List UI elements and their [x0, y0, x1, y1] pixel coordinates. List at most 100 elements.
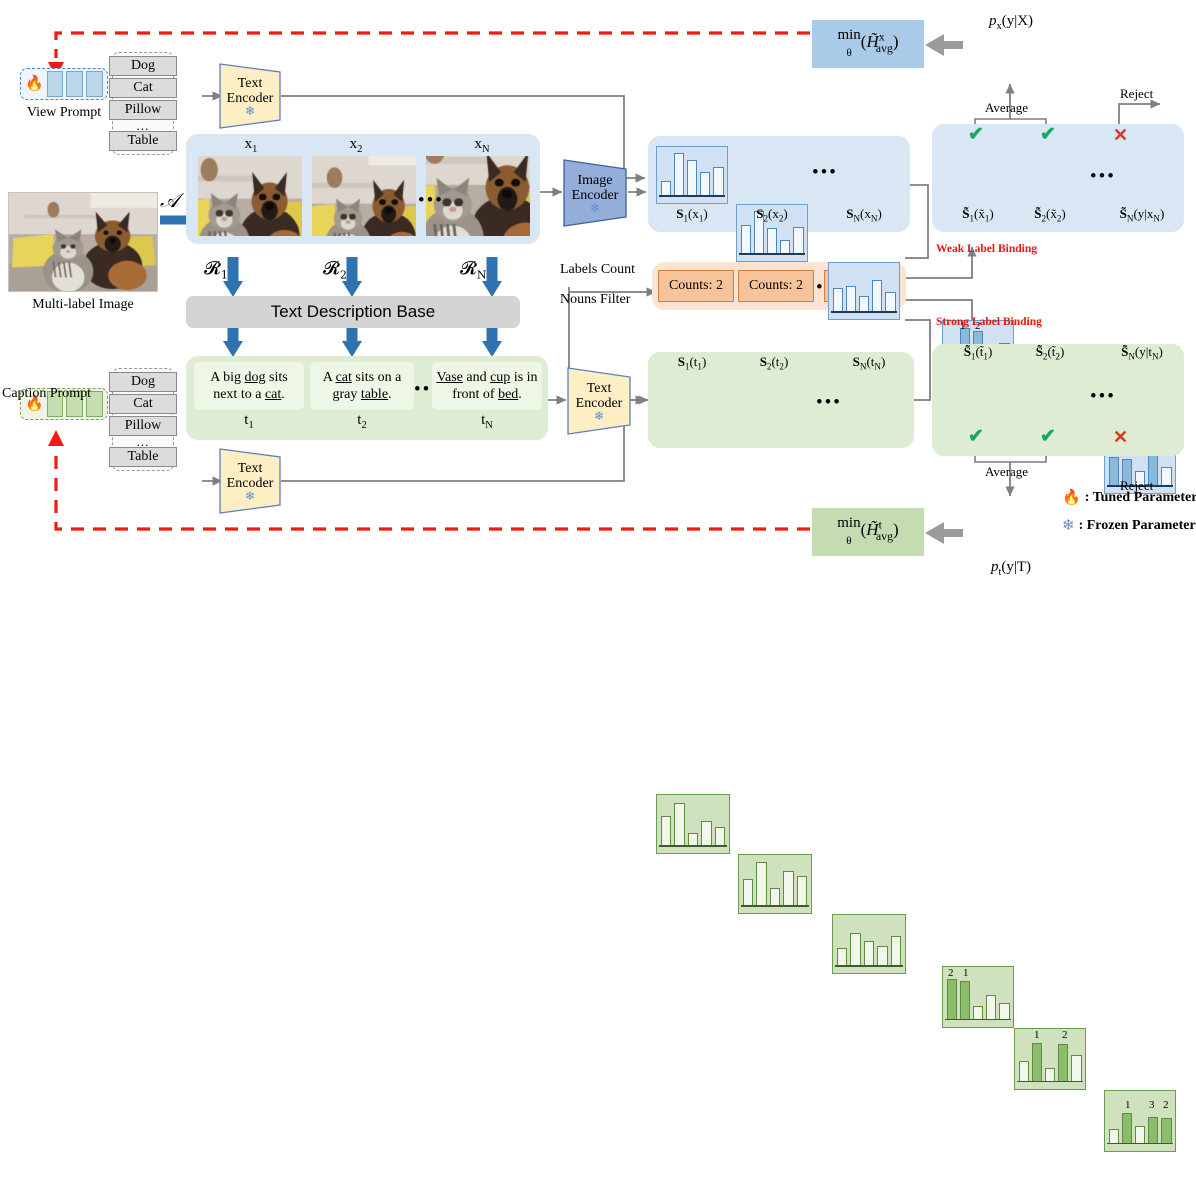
text-description-base: Text Description Base — [186, 296, 520, 328]
fire-icon: 🔥 — [25, 395, 44, 412]
caption-prompt[interactable]: 🔥 — [20, 388, 108, 420]
text-score-label-n: SN(tN) — [852, 354, 886, 372]
text-bound-box-n: 1 3 2 — [1104, 1090, 1176, 1152]
desc2-part3: . — [388, 387, 392, 402]
label-item[interactable]: Cat — [109, 394, 177, 414]
view-prompt-label: View Prompt — [26, 105, 102, 120]
image-score-box-n — [828, 262, 900, 320]
desc1-noun2: cat — [264, 387, 282, 402]
view-thumbnail-n — [426, 156, 530, 236]
rank-number: 2 — [1163, 1099, 1169, 1111]
descN-noun3: bed — [498, 387, 519, 402]
desc2-noun2: table — [360, 387, 389, 402]
label-item[interactable]: Dog — [109, 372, 177, 392]
image-encoder: Image Encoder ❄ — [562, 158, 628, 228]
prompt-token — [46, 71, 64, 97]
rank-number: 2 — [975, 320, 981, 332]
check-icon: ✔ — [1040, 426, 1056, 447]
text-encoder-top: Text Encoder ❄ — [218, 62, 282, 130]
label-ellipsis: ... — [136, 434, 150, 449]
view-prompt[interactable]: 🔥 — [20, 68, 108, 100]
image-bound-ellipsis: ••• — [1090, 166, 1116, 187]
text-encoder-mid: Text Encoder ❄ — [566, 366, 632, 436]
labels-count-label: Labels Count — [560, 262, 636, 277]
view-thumbnail-1 — [198, 156, 302, 236]
label-item[interactable]: Pillow — [109, 416, 177, 436]
label-list-bottom[interactable]: Dog Cat Pillow ... Table — [109, 368, 177, 471]
label-item[interactable]: Table — [109, 447, 177, 467]
histogram-bar — [673, 152, 684, 197]
descN-part1: and — [462, 370, 491, 385]
counts-value-2: Counts: 2 — [748, 278, 804, 293]
histogram-bar — [783, 871, 794, 907]
histogram — [742, 861, 808, 907]
desc1-part2: sits next to a — [213, 370, 288, 402]
histogram-bar — [877, 945, 888, 967]
label-item[interactable]: Cat — [109, 78, 177, 98]
image-bound-label-2: S̃2(x̃2) — [1034, 206, 1066, 224]
histogram-bar — [832, 287, 843, 313]
histogram-bar — [1108, 457, 1119, 487]
text-id-tN: tN — [481, 411, 493, 431]
text-bound-label-n: S̃N(y|tN) — [1121, 344, 1163, 362]
counts-box-2: Counts: 2 — [738, 270, 814, 302]
histogram-bar — [793, 226, 804, 255]
image-bound-label-n: S̃N(y|xN) — [1119, 206, 1165, 224]
text-bound-ellipsis: ••• — [1090, 386, 1116, 407]
text-objective-arrow — [925, 522, 963, 544]
augment-symbol: 𝒜 — [160, 188, 179, 212]
desc1-part1: A big — [210, 370, 245, 385]
text-score-box-2 — [738, 854, 812, 914]
image-score-label-n: SN(xN) — [846, 206, 882, 224]
histogram-bar — [946, 979, 957, 1020]
descN-part2: is in front of — [452, 370, 538, 402]
histogram-bar — [780, 240, 791, 255]
label-item[interactable]: Table — [109, 131, 177, 151]
label-item[interactable]: Dog — [109, 56, 177, 76]
text-score-label-1: S1(t1) — [677, 354, 707, 372]
cross-icon: ✕ — [1113, 125, 1129, 145]
histogram-bar — [885, 291, 896, 313]
text-bound-box-2: 1 2 — [1014, 1028, 1086, 1090]
text-probability-label: pt(y|T) — [990, 558, 1032, 578]
histogram-bar — [766, 228, 778, 255]
prompt-token — [66, 391, 84, 417]
image-scores-ellipsis: ••• — [812, 162, 838, 183]
desc1-part3: . — [281, 387, 285, 402]
histogram — [660, 152, 724, 197]
image-score-label-2: S2(x2) — [756, 206, 788, 224]
view-thumbnail-2 — [312, 156, 416, 236]
image-reject-label: Reject — [1120, 86, 1154, 101]
histogram-bar — [713, 167, 724, 197]
description-arrows — [223, 327, 502, 357]
text-score-box-1 — [656, 794, 730, 854]
multi-label-image-caption: Multi-label Image — [32, 297, 134, 312]
histogram-bar — [1161, 466, 1172, 487]
text-description-2: A cat sits on a gray table. — [310, 362, 414, 410]
nouns-filter-label: Nouns Filter — [560, 292, 631, 307]
prompt-token — [86, 391, 103, 417]
rank-number: 1 — [963, 967, 969, 979]
text-id-t1: t1 — [244, 411, 254, 431]
text-bound-panel — [932, 344, 1184, 456]
prompt-token — [46, 391, 64, 417]
text-bound-box-1: 2 1 — [942, 966, 1014, 1028]
rank-number: 1 — [960, 320, 966, 332]
check-icon: ✔ — [968, 426, 984, 447]
descN-part3: . — [518, 387, 522, 402]
prompt-token — [86, 71, 103, 97]
descN-noun1: Vase — [436, 370, 463, 385]
text-reject-label: Reject — [1120, 478, 1154, 493]
rank-number: 3 — [1149, 1099, 1155, 1111]
view-label-xN: xN — [474, 135, 490, 155]
multi-label-image — [8, 192, 158, 292]
histogram-bar — [1148, 1117, 1159, 1144]
text-bound-label-2: S̃2(t̃2) — [1035, 344, 1065, 362]
histogram-bar — [700, 172, 711, 197]
label-list-top[interactable]: Dog Cat Pillow ... Table — [109, 52, 177, 155]
label-item[interactable]: Pillow — [109, 100, 177, 120]
region-label-2: 𝓡2 — [323, 258, 347, 282]
histogram-bar — [972, 1006, 984, 1020]
histogram-bar — [858, 296, 870, 313]
histogram-bar — [796, 876, 808, 907]
